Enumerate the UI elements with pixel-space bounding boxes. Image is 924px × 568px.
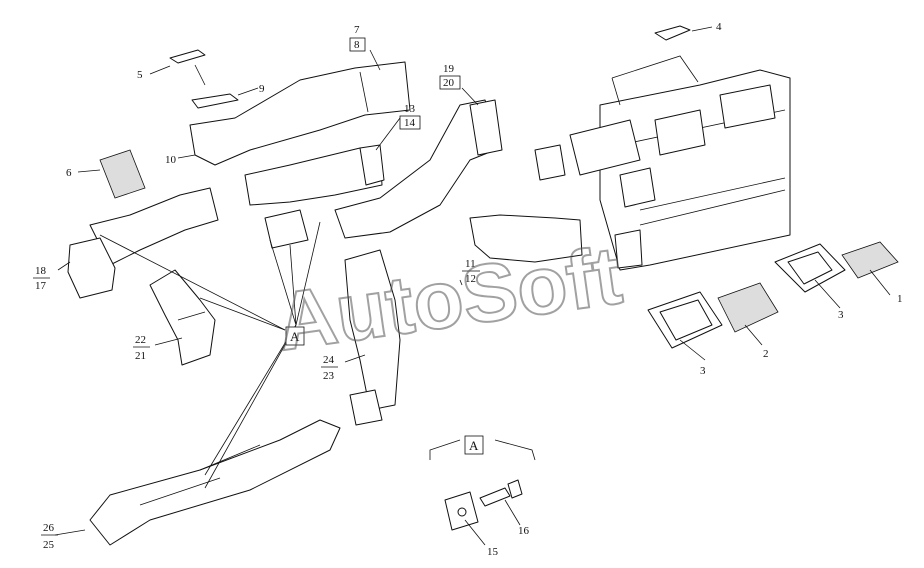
fastener-detail-a: [429, 439, 536, 531]
callout-1: 1: [897, 293, 903, 305]
callout-13: 13: [404, 103, 416, 115]
side-duct-upper: [189, 61, 411, 166]
rear-floor-duct: [89, 419, 341, 546]
callout-3b: 3: [700, 365, 706, 377]
callout-24: 24: [323, 354, 335, 366]
callout-11: 11: [465, 258, 476, 270]
callout-17: 17: [35, 280, 47, 292]
callout-12: 12: [465, 273, 476, 285]
callout-7: 7: [354, 24, 360, 36]
leader-lines: [54, 49, 891, 546]
side-vent-nozzle: [191, 93, 239, 109]
detail-reference-main: A: [285, 326, 305, 346]
watermark: AutoSoft: [272, 230, 627, 368]
left-face-grille: [99, 149, 146, 199]
centre-duct: [244, 147, 383, 206]
defroster-vent: [654, 25, 691, 41]
callout-26: 26: [43, 522, 55, 534]
callout-labels: 1 2 3 3 4 5 6 7 8 9 10 11 12 13 14 15 16…: [33, 21, 903, 558]
callout-16: 16: [518, 525, 530, 537]
clip-mount: [264, 209, 309, 249]
callout-20: 20: [443, 77, 455, 89]
right-vent-assembly: [647, 241, 899, 349]
callout-9: 9: [259, 83, 265, 95]
callout-5: 5: [137, 69, 143, 81]
detail-reference-inset: A: [464, 435, 484, 455]
callout-20-box: [439, 75, 461, 90]
callout-10: 10: [165, 154, 177, 166]
lower-side-duct: [149, 269, 216, 366]
rear-duct-vertical: [344, 249, 401, 411]
callout-8: 8: [354, 39, 360, 51]
callout-8-box: [349, 37, 366, 52]
callout-4: 4: [716, 21, 722, 33]
callout-14-box: [399, 115, 421, 130]
callout-23: 23: [323, 370, 335, 382]
callout-18: 18: [35, 265, 47, 277]
left-face-duct: [89, 187, 219, 266]
instrument-panel: [534, 69, 791, 271]
left-vent-body: [67, 237, 116, 299]
windshield-vent: [169, 49, 206, 64]
callout-14: 14: [404, 117, 416, 129]
callout-25: 25: [43, 539, 55, 551]
callout-3a: 3: [838, 309, 844, 321]
callout-2: 2: [763, 348, 769, 360]
centre-outlet-duct: [469, 214, 583, 263]
svg-text:A: A: [469, 438, 479, 453]
callout-22: 22: [135, 334, 146, 346]
svg-text:A: A: [290, 329, 300, 344]
callout-6: 6: [66, 167, 72, 179]
callout-15: 15: [487, 546, 499, 558]
callout-19: 19: [443, 63, 455, 75]
callout-21: 21: [135, 350, 146, 362]
